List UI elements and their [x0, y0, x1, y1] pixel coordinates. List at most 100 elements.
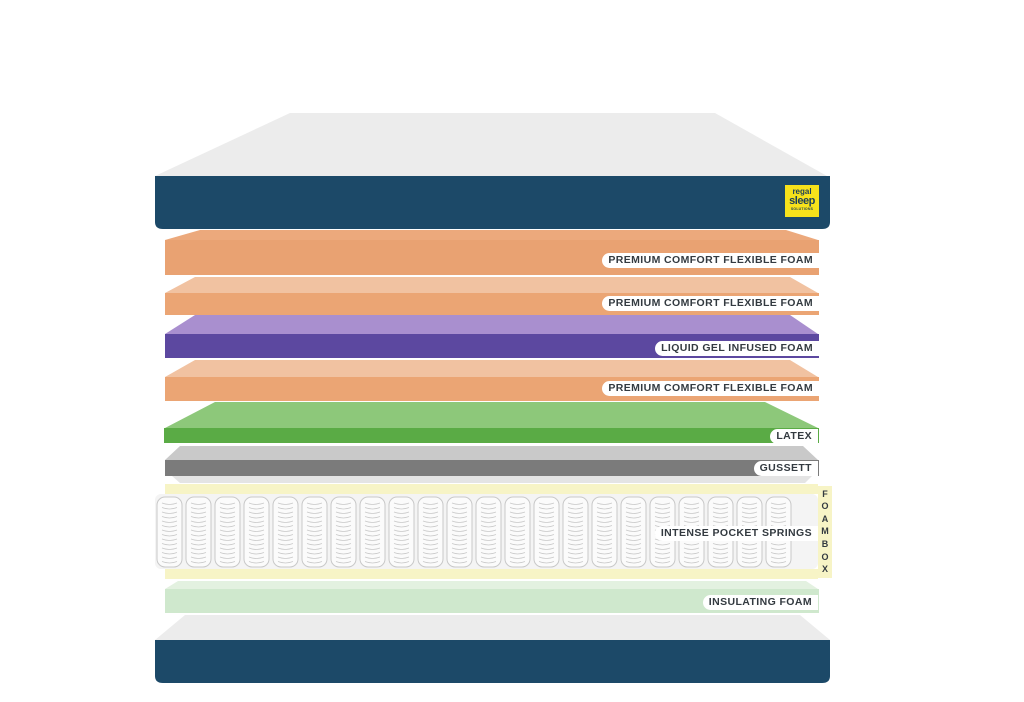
- foam-box-letter: B: [821, 539, 829, 550]
- spring-coil: [451, 525, 468, 528]
- spring-coil: [538, 502, 555, 505]
- layer-premium-comfort-2-top: [165, 277, 818, 293]
- spring-coil: [654, 556, 671, 559]
- spring-coil: [451, 511, 468, 514]
- layer-premium-comfort-1-top: [165, 230, 818, 240]
- spring-coil: [712, 502, 729, 505]
- spring-coil: [277, 520, 294, 523]
- spring-coil: [219, 547, 236, 550]
- spring-coil: [741, 547, 758, 550]
- spring-column: [475, 496, 502, 568]
- spring-coil: [306, 538, 323, 541]
- spring-coil: [393, 552, 410, 555]
- spring-coil: [480, 543, 497, 546]
- spring-coil: [190, 547, 207, 550]
- spring-coil: [538, 561, 555, 564]
- spring-column: [591, 496, 618, 568]
- foam-box-letter: O: [821, 501, 829, 512]
- spring-coil: [335, 538, 352, 541]
- spring-coil: [625, 502, 642, 505]
- layer-gussett-top: [165, 446, 818, 460]
- spring-coil: [509, 502, 526, 505]
- foam-box-letter: F: [822, 488, 828, 499]
- label-intense-pocket-springs: INTENSE POCKET SPRINGS: [654, 526, 818, 541]
- spring-coil: [712, 561, 729, 564]
- spring-coil: [770, 547, 787, 550]
- spring-coil: [161, 561, 178, 564]
- spring-coil: [219, 561, 236, 564]
- spring-coil: [364, 534, 381, 537]
- spring-coil: [654, 547, 671, 550]
- spring-coil: [248, 561, 265, 564]
- spring-coil: [683, 543, 700, 546]
- spring-coil: [770, 556, 787, 559]
- spring-coil: [248, 538, 265, 541]
- spring-coil: [596, 507, 613, 510]
- label-latex: LATEX: [770, 429, 818, 444]
- spring-coil: [219, 534, 236, 537]
- spring-coil: [277, 552, 294, 555]
- spring-coil: [422, 552, 439, 555]
- spring-coil: [161, 507, 178, 510]
- spring-coil: [567, 538, 584, 541]
- spring-coil: [364, 543, 381, 546]
- spring-coil: [306, 547, 323, 550]
- spring-column: [330, 496, 357, 568]
- label-liquid-gel-infused-foam: LIQUID GEL INFUSED FOAM: [655, 341, 819, 356]
- spring-coil: [219, 502, 236, 505]
- spring-coil: [741, 507, 758, 510]
- spring-coil: [683, 507, 700, 510]
- spring-coil: [451, 520, 468, 523]
- spring-coil: [422, 556, 439, 559]
- spring-coil: [538, 529, 555, 532]
- spring-coil: [596, 552, 613, 555]
- spring-coil: [393, 556, 410, 559]
- spring-coil: [741, 552, 758, 555]
- spring-coil: [364, 520, 381, 523]
- spring-coil: [654, 502, 671, 505]
- spring-coil: [509, 538, 526, 541]
- spring-coil: [596, 516, 613, 519]
- spring-coil: [683, 502, 700, 505]
- spring-coil: [770, 511, 787, 514]
- spring-coil: [219, 516, 236, 519]
- spring-coil: [422, 538, 439, 541]
- spring-column: [388, 496, 415, 568]
- spring-column: [185, 496, 212, 568]
- label-gussett: GUSSETT: [753, 461, 818, 476]
- spring-coil: [422, 516, 439, 519]
- top-cover-border: [155, 176, 830, 229]
- spring-coil: [480, 561, 497, 564]
- spring-coil: [277, 534, 294, 537]
- spring-coil: [335, 520, 352, 523]
- spring-coil: [277, 529, 294, 532]
- spring-coil: [509, 529, 526, 532]
- spring-coil: [509, 547, 526, 550]
- spring-coil: [538, 525, 555, 528]
- spring-coil: [219, 543, 236, 546]
- spring-coil: [393, 538, 410, 541]
- spring-coil: [161, 516, 178, 519]
- layer-liquid-gel-top: [165, 315, 818, 334]
- spring-coil: [451, 543, 468, 546]
- spring-coil: [625, 525, 642, 528]
- spring-coil: [190, 538, 207, 541]
- spring-coil: [567, 529, 584, 532]
- spring-coil: [335, 516, 352, 519]
- layer-latex-top: [165, 402, 818, 428]
- spring-coil: [712, 556, 729, 559]
- spring-coil: [770, 520, 787, 523]
- spring-coil: [480, 516, 497, 519]
- spring-coil: [190, 543, 207, 546]
- foam-box-label: F O A M B O X: [818, 486, 832, 578]
- spring-coil: [567, 552, 584, 555]
- layer-gussett-side: [165, 460, 819, 476]
- label-premium-comfort-1: PREMIUM COMFORT FLEXIBLE FOAM: [602, 253, 819, 268]
- spring-coil: [393, 529, 410, 532]
- spring-coil: [654, 561, 671, 564]
- spring-coil: [422, 561, 439, 564]
- spring-coil: [451, 547, 468, 550]
- spring-coil: [538, 556, 555, 559]
- spring-coil: [422, 534, 439, 537]
- spring-coil: [741, 502, 758, 505]
